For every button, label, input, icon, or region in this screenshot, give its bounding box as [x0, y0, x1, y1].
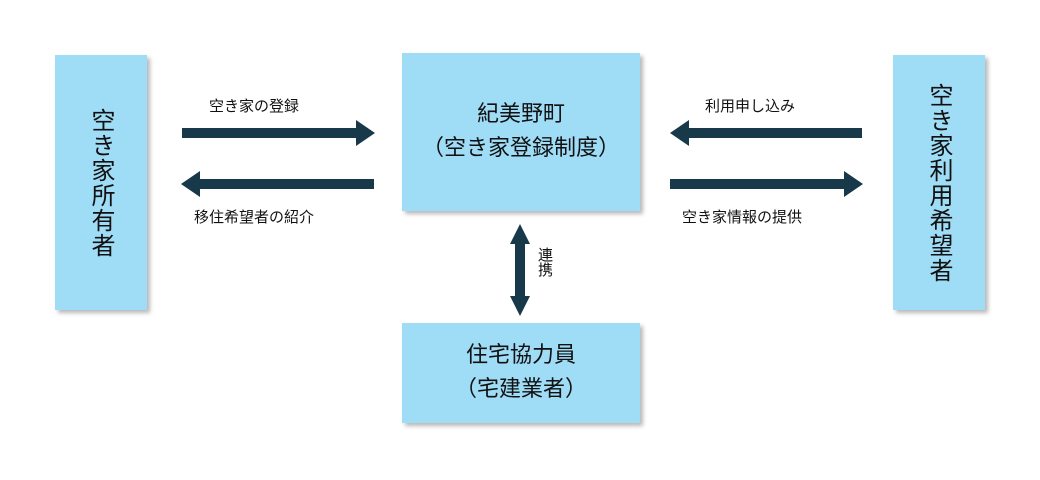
apply-arrow [670, 120, 862, 146]
town-name: 紀美野町 [476, 102, 565, 127]
provide-house-info-label: 空き家情報の提供 [682, 208, 803, 226]
housing-partner-box: 住宅協力員 （宅建業者） [402, 323, 640, 423]
cooperation-arrow [510, 224, 530, 316]
introduce-migrants-label: 移住希望者の紹介 [194, 208, 315, 226]
register-arrow [182, 120, 375, 146]
cooperation-label: 連携 [536, 247, 554, 277]
provide-arrow [670, 171, 863, 197]
usage-application-label: 利用申し込み [705, 97, 796, 115]
registry-system-name: （空き家登録制度） [421, 136, 620, 161]
owner-label: 空き家所有者 [87, 107, 115, 258]
register-vacant-house-label: 空き家の登録 [209, 97, 300, 115]
owner-box: 空き家所有者 [55, 55, 147, 310]
introduce-arrow [181, 171, 374, 197]
town-registry-box: 紀美野町 （空き家登録制度） [402, 53, 640, 211]
real-estate-agent-label: （宅建業者） [454, 377, 587, 402]
prospective-user-label: 空き家利用希望者 [925, 82, 953, 283]
prospective-user-box: 空き家利用希望者 [893, 55, 985, 310]
housing-partner-name: 住宅協力員 [465, 343, 576, 368]
